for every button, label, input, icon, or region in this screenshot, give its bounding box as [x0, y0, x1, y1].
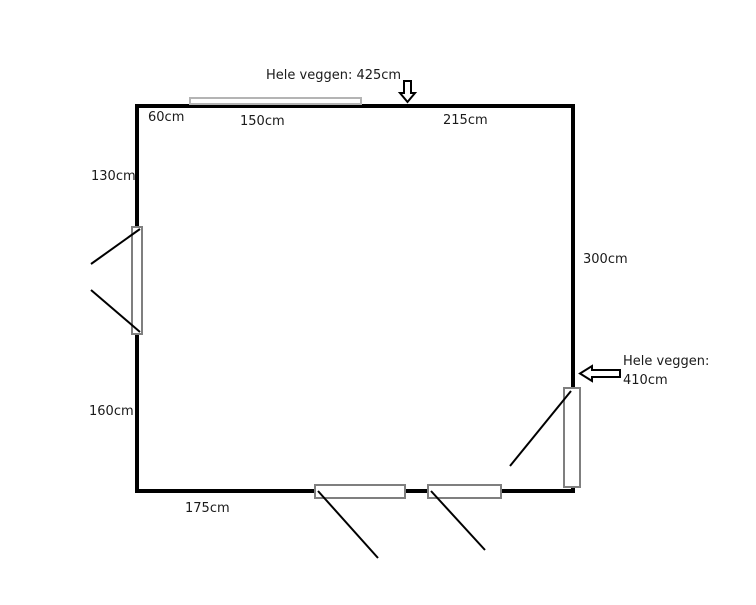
arrow-left-icon	[578, 364, 621, 383]
top-wall-total-label: Hele veggen: 425cm	[266, 68, 402, 83]
bottom-door-1-frame	[314, 484, 406, 499]
bottom-door-2-frame	[427, 484, 502, 499]
top-left-segment-label: 60cm	[148, 110, 185, 125]
right-wall-segment-label: 300cm	[583, 252, 628, 267]
bottom-door-2-swing	[430, 490, 486, 551]
top-right-segment-label: 215cm	[443, 113, 488, 128]
left-door-swing-upper	[90, 228, 141, 265]
arrow-down-icon	[397, 80, 418, 104]
right-door-swing	[509, 390, 572, 467]
bottom-door-1-swing	[317, 490, 379, 559]
left-upper-segment-label: 130cm	[91, 169, 136, 184]
right-door-frame	[563, 387, 581, 488]
right-wall-total-label-line1: Hele veggen:	[623, 354, 710, 369]
top-window-width-label: 150cm	[240, 114, 285, 129]
left-door-frame	[131, 226, 143, 335]
right-wall-total-label-line2: 410cm	[623, 373, 668, 388]
left-door-swing-lower	[90, 289, 141, 333]
left-lower-segment-label: 160cm	[89, 404, 134, 419]
bottom-left-segment-label: 175cm	[185, 501, 230, 516]
room-walls	[135, 104, 575, 493]
top-window	[189, 97, 362, 105]
